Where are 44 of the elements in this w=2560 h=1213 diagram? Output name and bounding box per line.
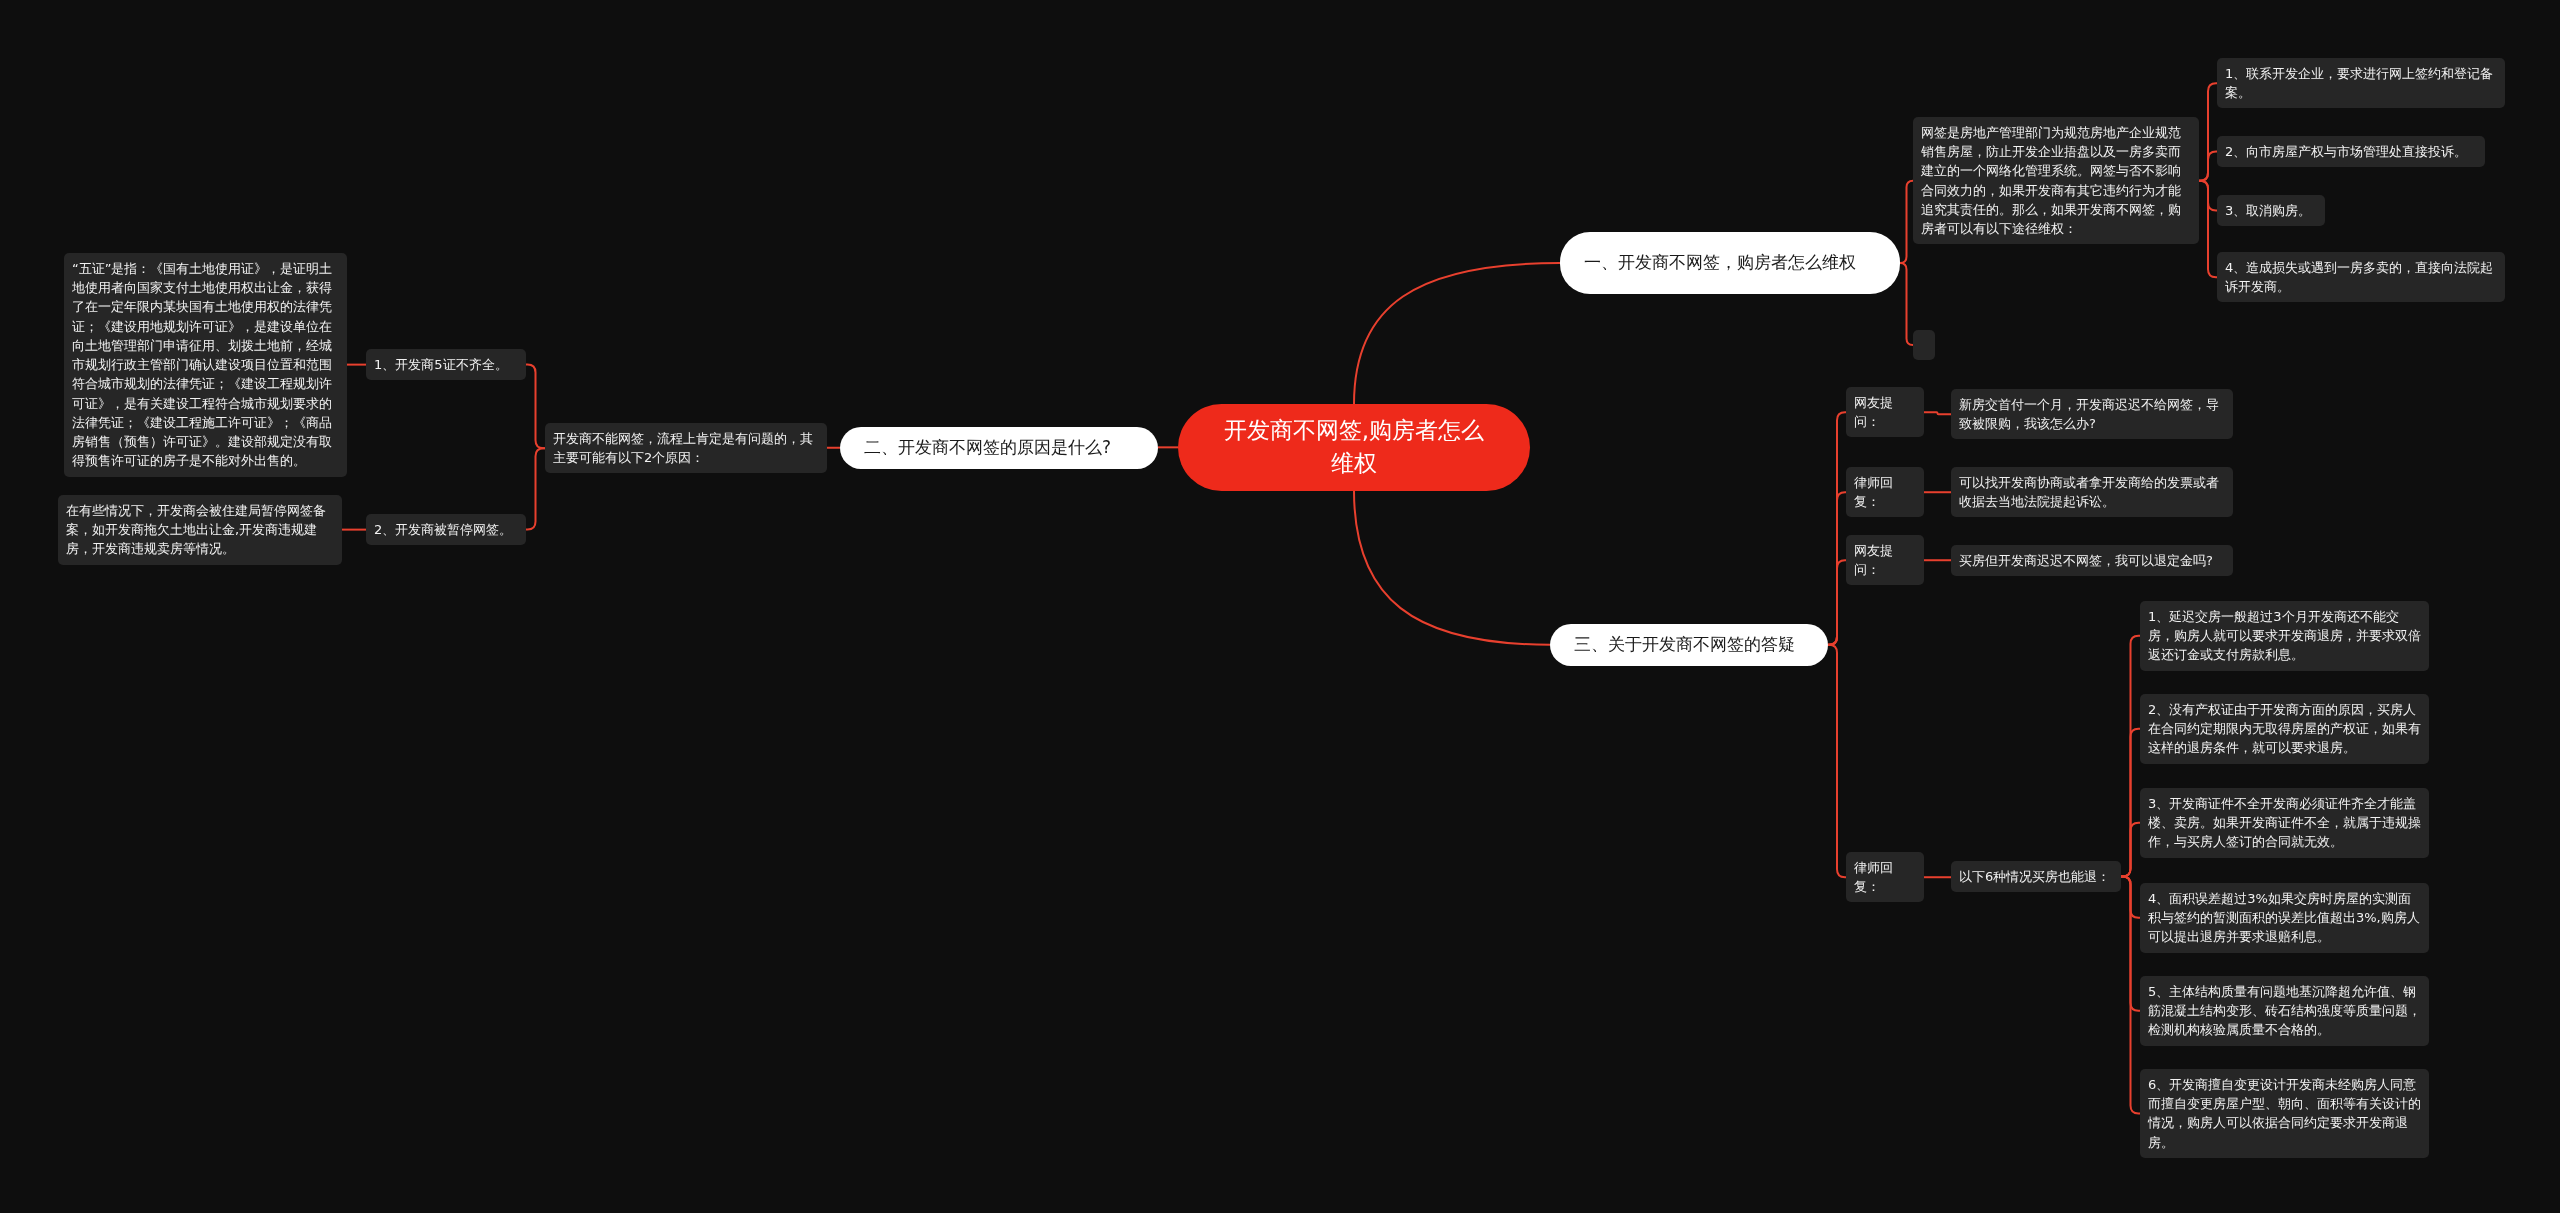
note-box: 买房但开发商迟迟不网签，我可以退定金吗? xyxy=(1951,545,2233,577)
note-box: 2、没有产权证由于开发商方面的原因，买房人在合同约定期限内无取得房屋的产权证，如果有这样的退房条件，就可以要求退房。 xyxy=(2140,694,2429,764)
note-box: 3、开发商证件不全开发商必须证件齐全才能盖楼、卖房。如果开发商证件不全，就属于违规操作，与买房人签订的合同就无效。 xyxy=(2140,788,2429,858)
connector-line xyxy=(1923,411,1952,416)
note-box: 以下6种情况买房也能退： xyxy=(1951,861,2121,893)
note-box: 律师回复： xyxy=(1846,467,1924,518)
note-box: 网友提问： xyxy=(1846,535,1924,586)
connector-line xyxy=(1923,491,1952,494)
note-box: 4、造成损失或遇到一房多卖的，直接向法院起诉开发商。 xyxy=(2217,252,2505,303)
note-box: 3、取消购房。 xyxy=(2217,195,2325,227)
note-box: 1、开发商5证不齐全。 xyxy=(366,349,526,381)
connector-line xyxy=(1827,643,1847,879)
connector-line xyxy=(1157,446,1179,449)
connector-line xyxy=(1923,559,1952,562)
connector-line xyxy=(2198,150,2218,182)
connector-line xyxy=(2198,179,2218,279)
topic-pill: 一、开发商不网签，购房者怎么维权 xyxy=(1560,232,1900,294)
note-box: “五证”是指：《国有土地使用证》，是证明土地使用者向国家支付土地使用权出让金，获得了在一定年限内某块国有土地使用权的法律凭证；《建设用地规划许可证》，是建设单位在向土地管理部门申请征用、划拨土地前，经城市规划行政主管部门确认建设项目位置和范围符合城市规划的法律凭证；《建设工程规划许可证》，是有关建设工程符合城市规划要求的法律凭证；《建设工程施工许可证》；《商品房销售（预售）许可证》。建设部规定没有取得预售许可证的房子是不能对外出售的。 xyxy=(64,253,347,477)
connector-line xyxy=(826,446,841,449)
note-box: 4、面积误差超过3%如果交房时房屋的实测面积与签约的暂测面积的误差比值超出3%,购房人可以提出退房并要求退赔利息。 xyxy=(2140,883,2429,953)
empty-box xyxy=(1913,330,1935,360)
note-box: 在有些情况下，开发商会被住建局暂停网签备案，如开发商拖欠土地出让金,开发商违规建房，开发商违规卖房等情况。 xyxy=(58,495,342,565)
connector-line xyxy=(1923,876,1952,879)
note-box: 2、开发商被暂停网签。 xyxy=(366,514,526,546)
connector-line xyxy=(525,447,546,531)
connector-line xyxy=(1353,262,1561,405)
note-box: 1、延迟交房一般超过3个月开发商还不能交房，购房人就可以要求开发商退房，并要求双倍返还订金或支付房款利息。 xyxy=(2140,601,2429,671)
note-box: 律师回复： xyxy=(1846,852,1924,903)
note-box: 网友提问： xyxy=(1846,387,1924,438)
topic-pill: 三、关于开发商不网签的答疑 xyxy=(1550,624,1828,666)
note-box: 1、联系开发企业，要求进行网上签约和登记备案。 xyxy=(2217,58,2505,109)
note-box: 6、开发商擅自变更设计开发商未经购房人同意而擅自变更房屋户型、朝向、面积等有关设计的情况，购房人可以依据合同约定要求开发商退房。 xyxy=(2140,1069,2429,1158)
note-box: 2、向市房屋产权与市场管理处直接投诉。 xyxy=(2217,136,2485,168)
note-box: 5、主体结构质量有问题地基沉降超允许值、钢筋混凝土结构变形、砖石结构强度等质量问题，检测机构核验属质量不合格的。 xyxy=(2140,976,2429,1046)
note-box: 开发商不能网签，流程上肯定是有问题的，其主要可能有以下2个原因： xyxy=(545,423,827,474)
topic-pill: 二、开发商不网签的原因是什么? xyxy=(840,427,1158,469)
connector-line xyxy=(1899,262,1914,346)
connector-line xyxy=(1353,489,1551,646)
note-box: 可以找开发商协商或者拿开发商给的发票或者收据去当地法院提起诉讼。 xyxy=(1951,467,2233,518)
central-topic: 开发商不网签,购房者怎么维权 xyxy=(1178,404,1530,491)
note-box: 网签是房地产管理部门为规范房地产企业规范销售房屋，防止开发企业捂盘以及一房多卖而建立的一个网络化管理系统。网签与否不影响合同效力的，如果开发商有其它违约行为才能追究其责任的。那么，如果开发商不网签，购房者可以有以下途径维权： xyxy=(1913,117,2199,245)
note-box: 新房交首付一个月，开发商迟迟不给网签，导致被限购，我该怎么办? xyxy=(1951,389,2233,440)
connector-line xyxy=(341,528,367,531)
connector-line xyxy=(346,363,367,366)
